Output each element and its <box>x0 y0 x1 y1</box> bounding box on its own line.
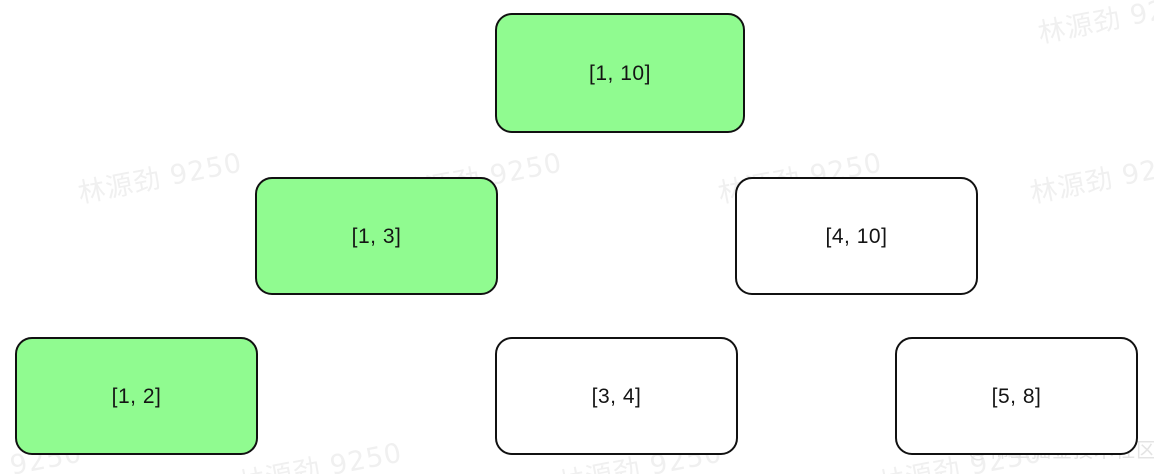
tree-node-label: [1, 3] <box>351 224 402 248</box>
watermark-author: 林源劲 9250 <box>1027 147 1154 210</box>
tree-node-leaf-5-8[interactable]: [5, 8] <box>895 337 1138 455</box>
tree-node-label: [1, 10] <box>589 61 651 85</box>
tree-node-leaf-3-4[interactable]: [3, 4] <box>495 337 738 455</box>
tree-node-left-child[interactable]: [1, 3] <box>255 177 498 295</box>
tree-node-leaf-1-2[interactable]: [1, 2] <box>15 337 258 455</box>
watermark-author: 林源劲 9250 <box>1035 0 1154 50</box>
tree-node-label: [4, 10] <box>825 224 888 248</box>
tree-node-label: [1, 2] <box>111 384 162 408</box>
watermark-author: 林源劲 9250 <box>235 437 405 474</box>
tree-node-right-child[interactable]: [4, 10] <box>735 177 978 295</box>
watermark-author: 林源劲 9250 <box>75 147 245 210</box>
tree-node-root[interactable]: [1, 10] <box>495 13 745 133</box>
tree-node-label: [5, 8] <box>991 384 1042 408</box>
tree-node-label: [3, 4] <box>591 384 642 408</box>
